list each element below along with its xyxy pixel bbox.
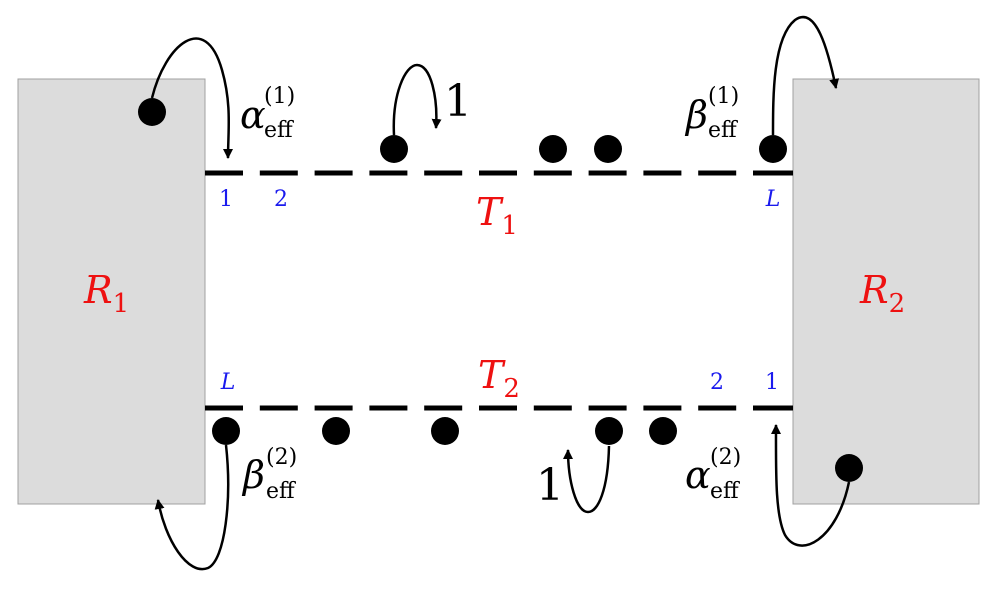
hop-rate-top: 1 bbox=[444, 76, 472, 127]
svg-text:(1): (1) bbox=[708, 84, 739, 109]
svg-text:eff: eff bbox=[708, 118, 738, 143]
track-top-label: T1 bbox=[476, 190, 518, 241]
svg-text:(2): (2) bbox=[710, 445, 741, 470]
svg-text:eff: eff bbox=[264, 118, 294, 143]
svg-text:(2): (2) bbox=[266, 445, 297, 470]
arrow-icon bbox=[771, 16, 840, 136]
particle-icon bbox=[594, 135, 622, 163]
reservoir-right-label: R2 bbox=[859, 268, 905, 319]
rate-label-beta2: β (2) eff bbox=[241, 445, 297, 504]
svg-text:β: β bbox=[241, 453, 265, 497]
particle-icon bbox=[759, 135, 787, 163]
particle-icon bbox=[322, 417, 350, 445]
rate-label-beta1: β (1) eff bbox=[684, 84, 739, 143]
arrow-icon bbox=[563, 445, 611, 514]
particle-icon bbox=[212, 417, 240, 445]
arrow-icon bbox=[150, 37, 234, 159]
site-label-top-1: 1 bbox=[219, 187, 233, 212]
reservoir-right bbox=[792, 78, 980, 505]
reservoir-left-label: R1 bbox=[83, 268, 129, 319]
particle-icon bbox=[380, 135, 408, 163]
particle-icon bbox=[138, 98, 166, 126]
svg-text:α: α bbox=[240, 93, 266, 137]
rate-label-alpha2: α (2) eff bbox=[685, 445, 741, 504]
arrow-icon bbox=[392, 63, 442, 136]
arrow-icon bbox=[770, 424, 851, 547]
site-label-bottom-1: 1 bbox=[765, 370, 779, 395]
particle-icon bbox=[835, 454, 863, 482]
track-bottom-label: T2 bbox=[478, 353, 520, 404]
arrow-icon bbox=[154, 444, 230, 571]
site-label-bottom-2: 2 bbox=[710, 370, 724, 395]
hop-rate-bottom: 1 bbox=[536, 460, 564, 511]
particle-icon bbox=[539, 135, 567, 163]
site-label-top-L: L bbox=[765, 187, 781, 212]
svg-text:eff: eff bbox=[710, 479, 740, 504]
site-label-top-2: 2 bbox=[274, 187, 288, 212]
site-label-bottom-L: L bbox=[220, 370, 236, 395]
particle-icon bbox=[649, 417, 677, 445]
svg-text:α: α bbox=[685, 453, 711, 497]
particle-icon bbox=[595, 417, 623, 445]
svg-text:(1): (1) bbox=[264, 84, 295, 109]
svg-text:eff: eff bbox=[266, 479, 296, 504]
reservoir-left bbox=[17, 78, 206, 505]
svg-text:β: β bbox=[684, 93, 708, 137]
rate-label-alpha1: α (1) eff bbox=[240, 84, 295, 143]
particle-icon bbox=[431, 417, 459, 445]
